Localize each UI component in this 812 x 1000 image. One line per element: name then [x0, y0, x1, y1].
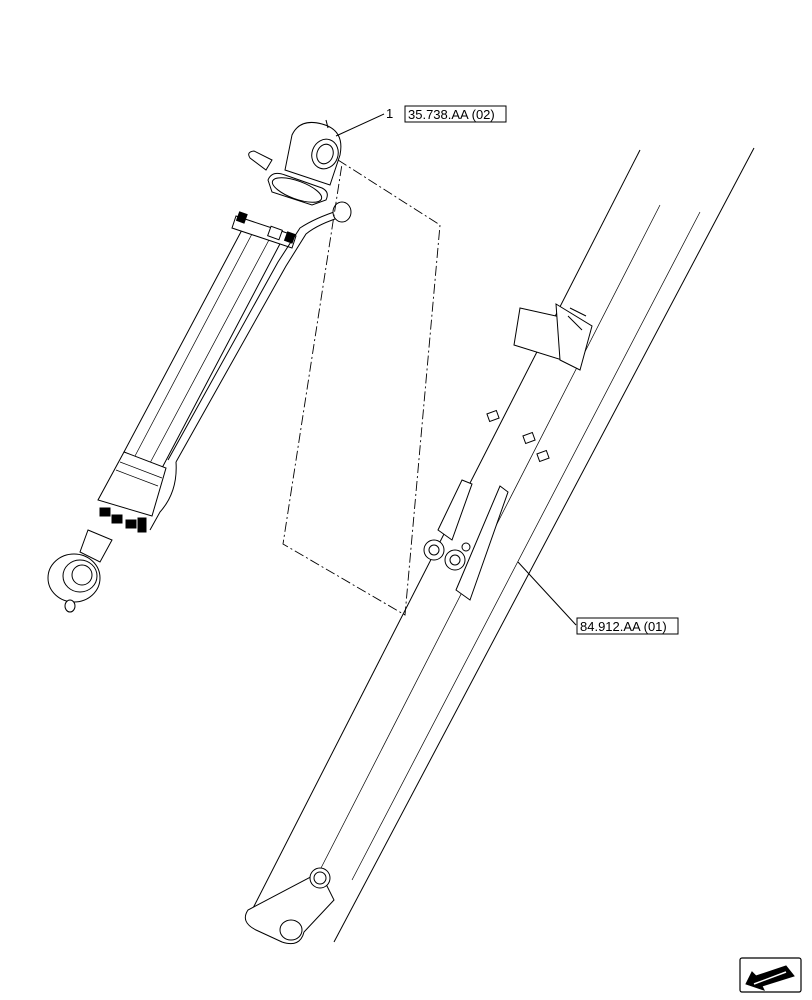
reference-label: 35.738.AA (02)	[408, 107, 495, 122]
leader-line-1	[335, 113, 385, 137]
reference-box	[576, 617, 679, 635]
reference-box	[404, 105, 507, 123]
callout-number: 1	[386, 106, 393, 121]
boom-assembly[interactable]	[244, 147, 755, 945]
navigation-arrow-icon[interactable]	[739, 957, 802, 993]
leader-line-boom	[517, 561, 577, 626]
hydraulic-cylinder[interactable]	[47, 119, 352, 613]
boom-reference[interactable]: 84.912.AA (01)	[576, 617, 679, 635]
callout-1[interactable]: 1 35.738.AA (02)	[386, 105, 507, 123]
reference-label: 84.912.AA (01)	[580, 619, 667, 634]
dashed-leader-line	[282, 159, 441, 616]
